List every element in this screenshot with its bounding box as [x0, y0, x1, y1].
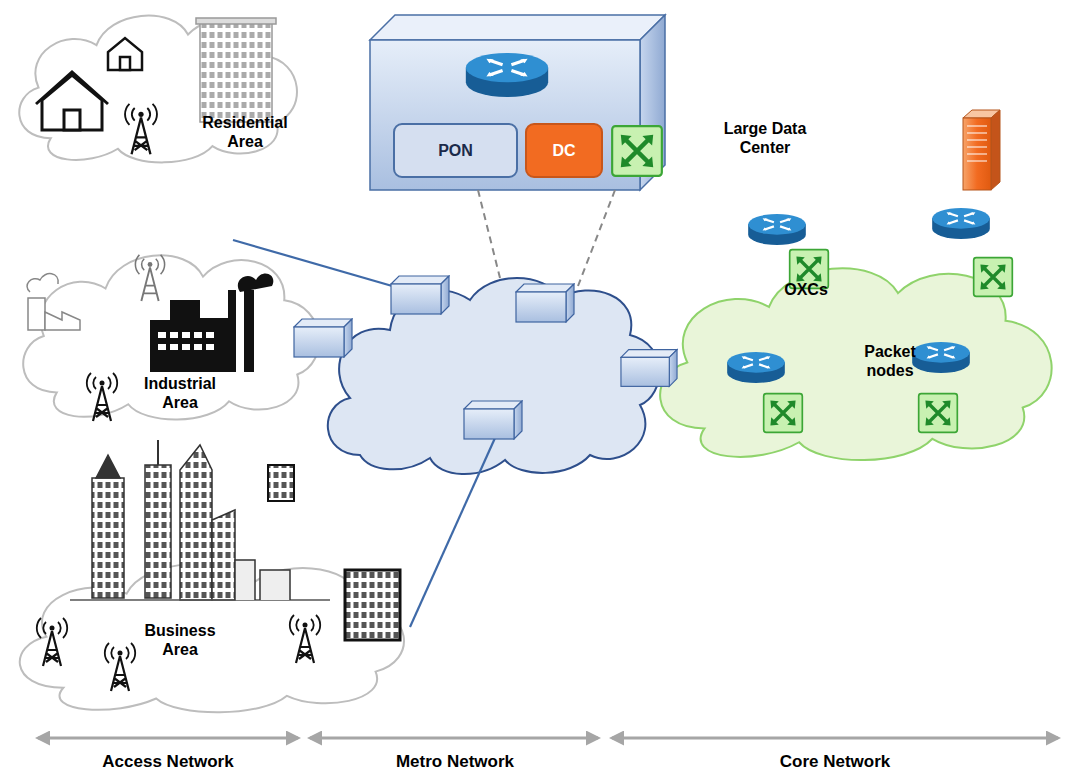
node-label: Industrial Area — [130, 374, 230, 412]
text-holder: Metro Network — [355, 752, 555, 772]
text-holder: Residential Area — [190, 113, 300, 151]
text-holder: Core Network — [735, 752, 935, 772]
text-holder: Business Area — [130, 621, 230, 659]
text-holder: OXCs — [766, 280, 846, 299]
section-label: Metro Network — [355, 752, 555, 772]
node-label: Business Area — [130, 621, 230, 659]
node-label: PON — [398, 141, 513, 160]
text-holder: Large Data Center — [710, 119, 820, 157]
dc-module: DC — [525, 123, 603, 178]
text-holder: Packet nodes — [850, 342, 930, 380]
section-label: Core Network — [735, 752, 935, 772]
pon-module: PON — [393, 123, 518, 178]
node-label: Residential Area — [190, 113, 300, 151]
node-label: DC — [529, 141, 599, 160]
section-label: Access Network — [68, 752, 268, 772]
node-label: OXCs — [766, 280, 846, 299]
text-holder: Industrial Area — [130, 374, 230, 412]
data-center-label: Large Data Center — [710, 119, 820, 157]
text-holder: Access Network — [68, 752, 268, 772]
text-holder: DC — [529, 141, 599, 160]
text-holder: PON — [398, 141, 513, 160]
node-label: Packet nodes — [850, 342, 930, 380]
